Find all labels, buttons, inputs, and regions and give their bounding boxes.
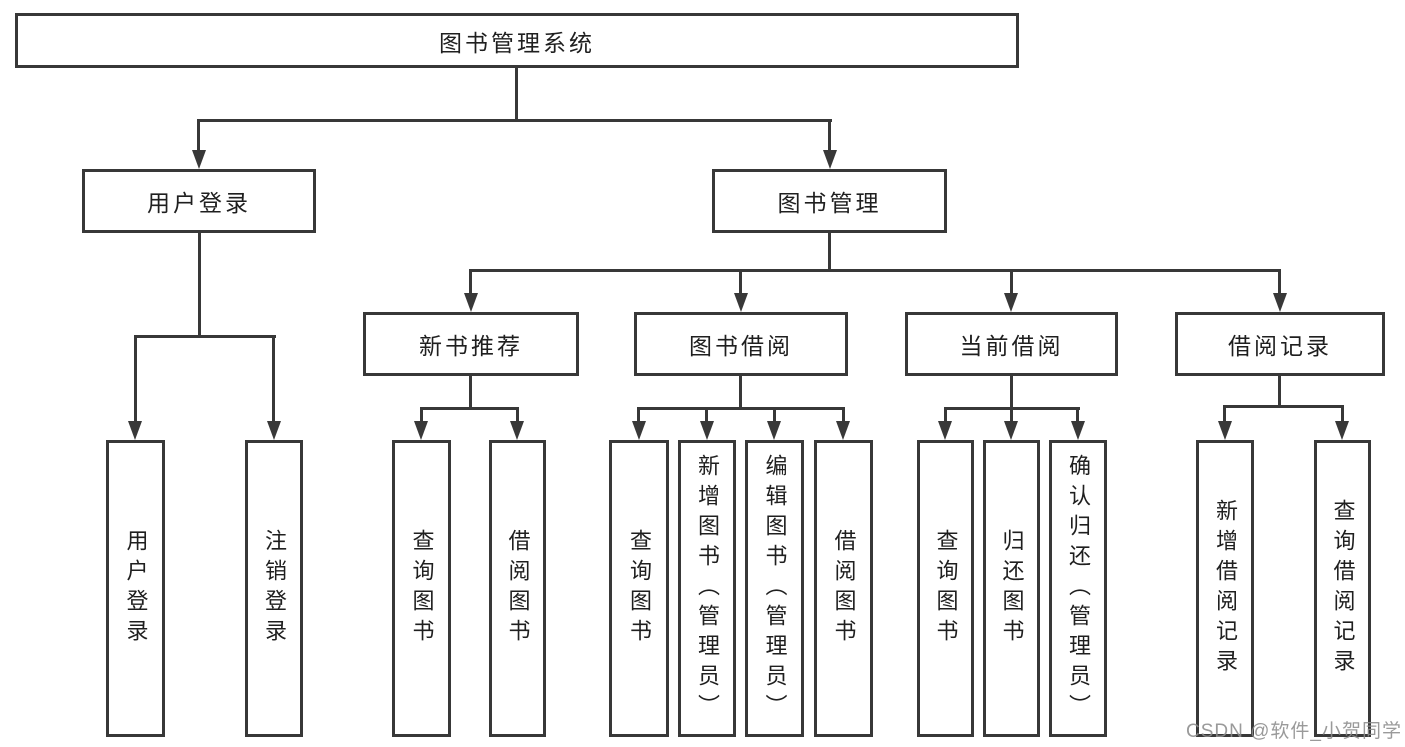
arrow-down-icon [632, 421, 646, 440]
line-vertical [469, 269, 472, 297]
arrow-down-icon [192, 150, 206, 169]
arrow-down-icon [414, 421, 428, 440]
arrow-down-icon [836, 421, 850, 440]
leaf-records-query-record: 查询借阅记录 [1314, 440, 1371, 737]
line-horizontal [637, 407, 845, 410]
leaf-borrowing-edit-books-admin: 编辑图书（管理员） [745, 440, 804, 737]
line-vertical [469, 376, 472, 410]
line-vertical [197, 119, 200, 155]
arrow-down-icon [734, 293, 748, 312]
line-vertical [637, 407, 640, 424]
line-vertical [1278, 269, 1281, 297]
line-vertical [1010, 269, 1013, 297]
arrow-down-icon [1335, 421, 1349, 440]
arrow-down-icon [823, 150, 837, 169]
leaf-borrowing-query-books: 查询图书 [609, 440, 669, 737]
leaf-current-confirm-return-admin: 确认归还（管理员） [1049, 440, 1107, 737]
arrow-down-icon [1071, 421, 1085, 440]
line-vertical [1010, 407, 1013, 424]
node-current-borrowing: 当前借阅 [905, 312, 1118, 376]
line-vertical [1010, 376, 1013, 410]
node-user-login: 用户登录 [82, 169, 316, 233]
watermark: CSDN @软件_小贺同学 [1186, 721, 1402, 742]
leaf-current-query-books: 查询图书 [917, 440, 974, 737]
line-horizontal [134, 335, 276, 338]
line-vertical [828, 119, 831, 155]
leaf-borrowing-add-books-admin: 新增图书（管理员） [678, 440, 736, 737]
leaf-logout: 注销登录 [245, 440, 303, 737]
leaf-borrowing-borrow-books: 借阅图书 [814, 440, 873, 737]
leaf-user-login: 用户登录 [106, 440, 165, 737]
leaf-records-add-record: 新增借阅记录 [1196, 440, 1254, 737]
leaf-recommend-borrow-books: 借阅图书 [489, 440, 546, 737]
leaf-recommend-query-books: 查询图书 [392, 440, 451, 737]
line-vertical [739, 376, 742, 410]
line-vertical [944, 407, 947, 424]
arrow-down-icon [1218, 421, 1232, 440]
leaf-current-return-books: 归还图书 [983, 440, 1040, 737]
arrow-down-icon [128, 421, 142, 440]
line-vertical [842, 407, 845, 424]
arrow-down-icon [1004, 421, 1018, 440]
line-vertical [272, 335, 275, 424]
line-horizontal [197, 119, 832, 122]
line-horizontal [469, 269, 1281, 272]
node-borrowing-records: 借阅记录 [1175, 312, 1385, 376]
line-vertical [828, 233, 831, 271]
arrow-down-icon [700, 421, 714, 440]
line-vertical [739, 269, 742, 297]
line-vertical [1076, 407, 1079, 424]
arrow-down-icon [267, 421, 281, 440]
line-vertical [516, 407, 519, 424]
arrow-down-icon [464, 293, 478, 312]
arrow-down-icon [510, 421, 524, 440]
line-vertical [705, 407, 708, 424]
line-vertical [515, 66, 518, 121]
line-vertical [773, 407, 776, 424]
node-book-management: 图书管理 [712, 169, 947, 233]
node-new-book-recommend: 新书推荐 [363, 312, 579, 376]
line-vertical [1278, 376, 1281, 408]
arrow-down-icon [767, 421, 781, 440]
line-horizontal [420, 407, 519, 410]
line-vertical [1223, 405, 1226, 424]
arrow-down-icon [938, 421, 952, 440]
line-vertical [198, 233, 201, 337]
arrow-down-icon [1004, 293, 1018, 312]
line-horizontal [1223, 405, 1344, 408]
arrow-down-icon [1273, 293, 1287, 312]
line-vertical [420, 407, 423, 424]
node-book-borrowing: 图书借阅 [634, 312, 848, 376]
line-vertical [134, 335, 137, 424]
line-vertical [1341, 405, 1344, 424]
node-library-management-system: 图书管理系统 [15, 13, 1019, 68]
